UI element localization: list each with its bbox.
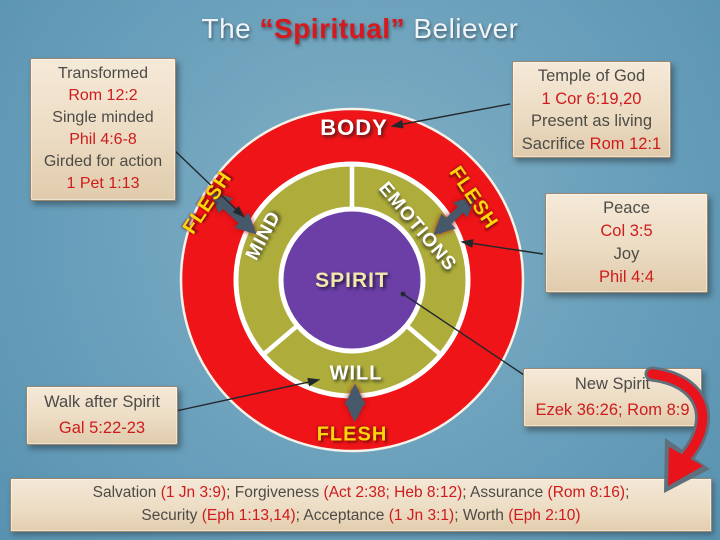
verse-reference: (Rom 8:16) xyxy=(547,484,626,501)
callout-text: Sacrifice xyxy=(521,134,590,153)
callout-text: New Spirit xyxy=(574,375,651,393)
spirit-circle xyxy=(278,206,426,354)
callout-dot-spirit xyxy=(400,291,406,297)
verse-reference: Ezek 36:26; Rom 8:9 xyxy=(535,401,690,419)
verse-reference: (1 Jn 3:1) xyxy=(388,507,455,524)
callout-text: Peace xyxy=(603,199,650,217)
flesh-label-bottom: FLESH xyxy=(316,423,388,446)
callout-text: Present as living xyxy=(530,112,653,130)
verse-reference: Rom 12:1 xyxy=(589,134,662,153)
callout-text: Single minded xyxy=(52,109,154,126)
verse-reference: Phil 4:6-8 xyxy=(69,131,137,148)
summary-text: ; Forgiveness xyxy=(226,484,324,501)
callout-lines xyxy=(171,103,544,412)
page-title: The “Spiritual” Believer xyxy=(0,13,720,45)
callout-text: Girded for action xyxy=(43,153,163,170)
will-label: WILL xyxy=(329,362,383,385)
summary-text: ; Worth xyxy=(454,507,509,524)
verse-reference: Gal 5:22-23 xyxy=(58,419,146,437)
callout-text-mixed: Sacrifice Rom 12:1 xyxy=(513,133,670,156)
verse-reference: (Eph 2:10) xyxy=(508,507,581,524)
callout-text: Walk after Spirit xyxy=(44,393,160,411)
bottom-bar-line1: Salvation (1 Jn 3:9); Forgiveness (Act 2… xyxy=(11,481,711,504)
callout-line-walk xyxy=(175,377,321,412)
soul-ring-dividers xyxy=(262,166,442,356)
verse-reference: (Eph 1:13,14) xyxy=(201,507,296,524)
spirit-label: SPIRIT xyxy=(315,269,389,292)
title-suffix: Believer xyxy=(405,13,519,44)
callout-text: Temple of God xyxy=(537,67,646,85)
callout-line-transformed xyxy=(171,147,245,218)
summary-text: ; xyxy=(625,484,630,501)
callout-text: Joy xyxy=(613,245,640,263)
callout-line-peace xyxy=(460,239,544,255)
callout-box-peace-joy: Peace Col 3:5 Joy Phil 4:4 xyxy=(545,193,708,293)
verse-reference: (1 Jn 3:9) xyxy=(160,484,227,501)
callout-text: Transformed xyxy=(57,65,149,82)
callout-box-transformed: Transformed Rom 12:2 Single minded Phil … xyxy=(30,58,176,201)
callout-box-temple-of-god: Temple of God 1 Cor 6:19,20 Present as l… xyxy=(512,61,671,158)
title-highlight: “Spiritual” xyxy=(259,13,406,44)
verse-reference: (Act 2:38; Heb 8:12) xyxy=(323,484,463,501)
summary-text: ; Acceptance xyxy=(295,507,389,524)
verse-reference: Col 3:5 xyxy=(600,222,653,240)
summary-text: Salvation xyxy=(92,484,161,501)
verse-reference: 1 Pet 1:13 xyxy=(66,175,140,192)
bottom-summary-bar: Salvation (1 Jn 3:9); Forgiveness (Act 2… xyxy=(10,478,712,532)
callout-box-walk-after-spirit: Walk after Spirit Gal 5:22-23 xyxy=(26,386,178,445)
callout-box-new-spirit: New Spirit Ezek 36:26; Rom 8:9 xyxy=(523,368,702,427)
verse-reference: 1 Cor 6:19,20 xyxy=(541,89,642,108)
verse-reference: Rom 12:2 xyxy=(68,87,138,104)
title-prefix: The xyxy=(201,13,260,44)
flesh-arrow-upper-right xyxy=(433,195,476,236)
summary-text: Security xyxy=(141,507,202,524)
callout-line-newspirit xyxy=(402,293,528,378)
summary-text: ; Assurance xyxy=(462,484,548,501)
callout-line-temple xyxy=(390,103,511,129)
bottom-bar-line2: Security (Eph 1:13,14); Acceptance (1 Jn… xyxy=(11,504,711,527)
verse-reference: Phil 4:4 xyxy=(598,268,655,286)
body-label: BODY xyxy=(320,115,388,140)
